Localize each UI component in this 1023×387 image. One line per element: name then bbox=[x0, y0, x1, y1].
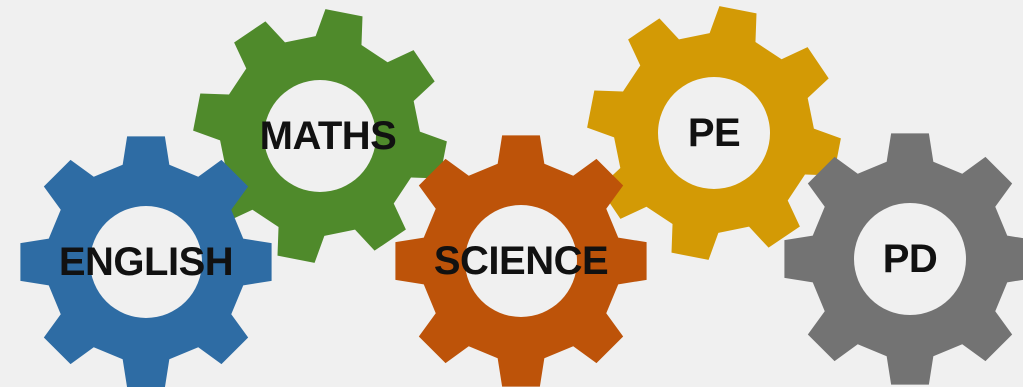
gear-label-science: SCIENCE bbox=[433, 239, 609, 283]
gear-maths bbox=[193, 9, 447, 263]
gear-pd bbox=[784, 133, 1023, 385]
gear-label-maths: MATHS bbox=[259, 114, 397, 158]
gear-label-pe: PE bbox=[687, 111, 741, 155]
gear-english bbox=[20, 136, 272, 387]
gear-science bbox=[395, 135, 647, 387]
gear-pe bbox=[587, 6, 841, 260]
gear-label-pd: PD bbox=[882, 237, 938, 281]
gear-label-english: ENGLISH bbox=[58, 240, 234, 284]
